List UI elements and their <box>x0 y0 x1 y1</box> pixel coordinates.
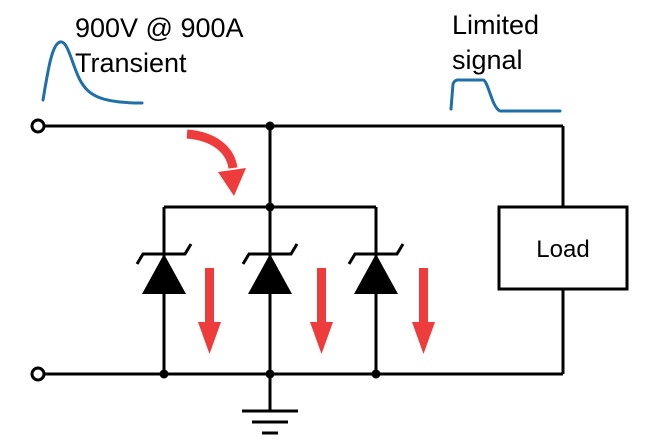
curved-current-arrowhead <box>218 168 246 196</box>
load-box <box>497 205 629 291</box>
output-label-line2: signal <box>452 45 523 75</box>
junction-dot <box>265 121 275 131</box>
transient-waveform <box>41 40 144 105</box>
down-arrow-3-icon <box>412 268 435 354</box>
ground-symbol-icon <box>242 409 298 435</box>
curved-current-arrow-icon <box>186 129 238 170</box>
down-arrow-2-icon <box>310 268 333 354</box>
down-arrow-1-icon <box>198 268 221 354</box>
tvs-diode-2 <box>241 207 299 374</box>
circuit-wires <box>44 124 565 410</box>
output-label-line1: Limited <box>452 10 539 40</box>
load-label: Load <box>536 236 589 263</box>
input-terminal-top <box>30 118 46 134</box>
tvs-diode-1 <box>135 207 193 374</box>
input-terminal-bottom <box>30 366 46 382</box>
tvs-diode-3 <box>347 207 405 374</box>
transient-label-line2: Transient <box>75 48 187 78</box>
transient-label-line1: 900V @ 900A <box>75 13 244 43</box>
limited-signal-waveform <box>449 78 562 113</box>
current-arrows <box>186 129 435 354</box>
